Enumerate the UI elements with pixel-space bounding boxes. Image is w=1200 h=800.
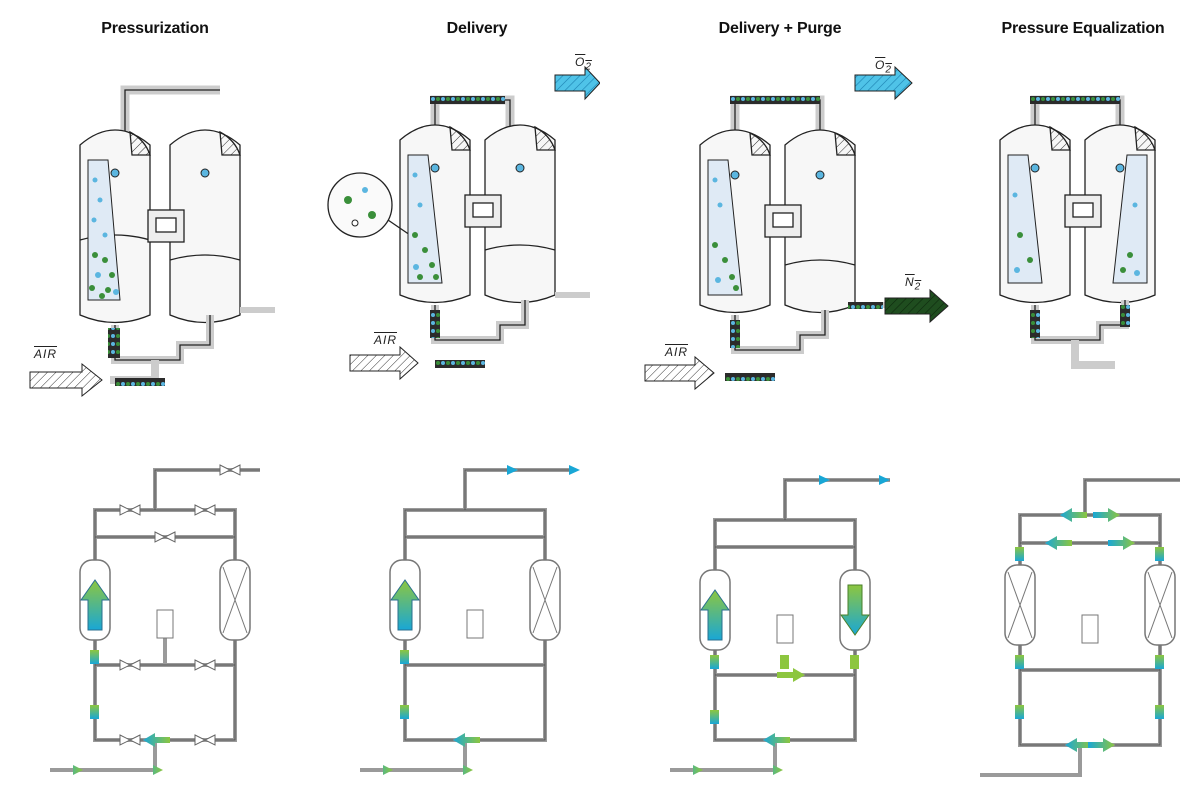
nitrogen-arrow xyxy=(885,290,948,322)
stage-title-delivery-purge: Delivery + Purge xyxy=(650,20,910,38)
schematic-pressurization xyxy=(45,455,285,790)
stage-title-delivery: Delivery xyxy=(347,20,607,38)
o2-label-base: O xyxy=(575,55,585,69)
air-arrow xyxy=(645,357,714,389)
schematic-delivery xyxy=(355,455,595,790)
o2-label-base: O xyxy=(875,58,885,72)
stage-title-equalization: Pressure Equalization xyxy=(953,20,1200,38)
n2-label-sub: 2 xyxy=(915,281,922,292)
o2-label-sub: 2 xyxy=(885,64,892,75)
air-arrow xyxy=(30,364,102,396)
sketch-delivery-purge xyxy=(640,55,950,395)
air-label-3: AIR xyxy=(665,345,688,359)
air-label-1: AIR xyxy=(34,347,57,361)
o2-label-sub: 2 xyxy=(585,61,592,72)
schematic-equalization xyxy=(975,455,1200,790)
stage-title-pressurization: Pressurization xyxy=(25,20,285,38)
sketch-pressurization xyxy=(20,60,290,405)
schematic-delivery-purge xyxy=(665,465,905,790)
sketch-equalization xyxy=(985,55,1200,395)
air-arrow xyxy=(350,347,418,379)
n2-label: N2 xyxy=(905,275,921,292)
air-label-2: AIR xyxy=(374,333,397,347)
magnifier-icon xyxy=(328,173,410,237)
sketch-delivery xyxy=(320,55,600,385)
valve-icon xyxy=(120,505,140,515)
n2-label-base: N xyxy=(905,275,915,289)
o2-label-purge: O2 xyxy=(875,58,892,75)
o2-label-delivery: O2 xyxy=(575,55,592,72)
